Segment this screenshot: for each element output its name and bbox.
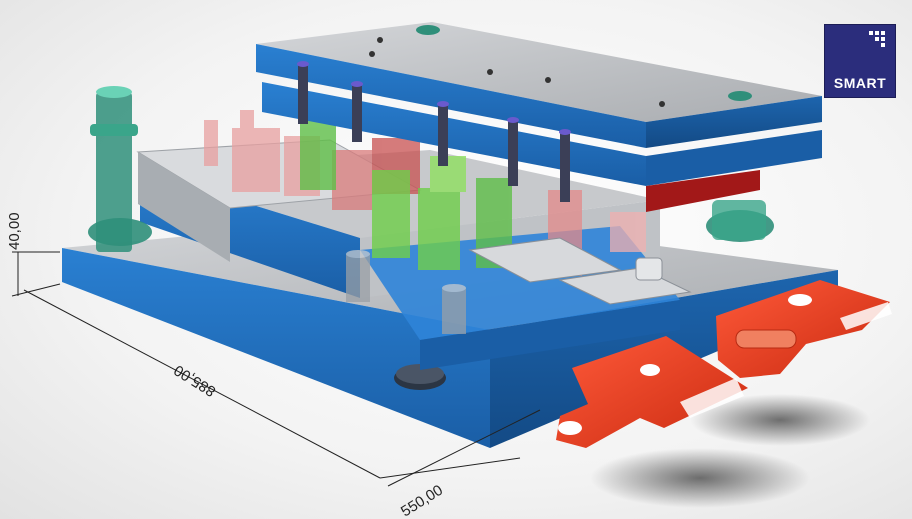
progressive-strip — [468, 237, 692, 305]
logo-text: SMART — [833, 75, 887, 91]
finished-part-front — [556, 336, 748, 448]
punches — [297, 61, 571, 202]
guide-post-right — [706, 200, 774, 242]
bore-hole — [396, 364, 444, 384]
floor-shadow — [590, 448, 810, 508]
stripper-plate-side — [138, 152, 230, 262]
dimension-height-label: 40,00 — [6, 212, 23, 250]
smart-logo: SMART — [824, 24, 896, 98]
finished-part-back — [716, 280, 892, 378]
dimension-lines — [11, 251, 541, 487]
guide-post-left — [88, 86, 152, 252]
stop-pins — [346, 250, 466, 334]
floor-shadow — [690, 394, 870, 446]
logo-pixel-mark-icon — [869, 31, 885, 47]
